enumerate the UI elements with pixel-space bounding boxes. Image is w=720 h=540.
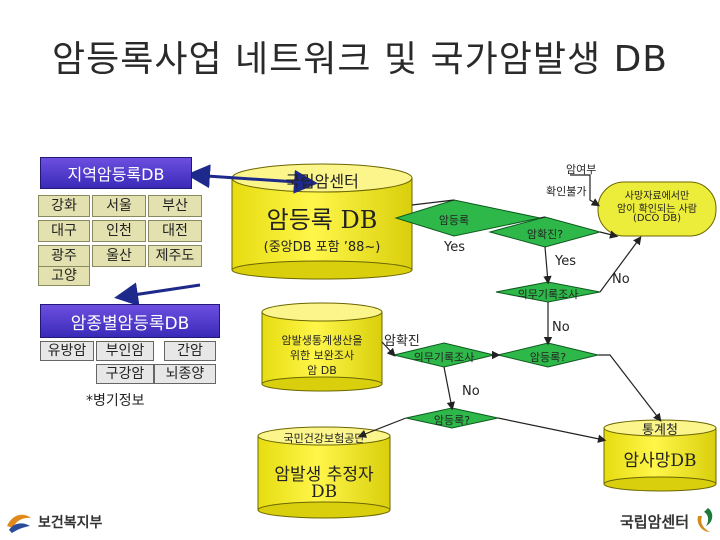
- region-cell-ganghwa: 강화: [38, 195, 90, 217]
- label-no-2: No: [552, 320, 570, 335]
- ministry-name: 보건복지부: [38, 515, 103, 531]
- survey-db-cylinder: [261, 302, 383, 392]
- label-medical-record-1: 의무기록조사: [517, 288, 579, 301]
- nhis-db-main-line2: DB: [310, 482, 338, 502]
- diamond-registered-2: [405, 407, 499, 429]
- ncc-logo: 국립암센터: [620, 506, 716, 536]
- nhis-db-top-label: 국민건강보험공단: [283, 432, 365, 445]
- ministry-emblem-icon: [7, 514, 31, 533]
- stage-info-note: *병기정보: [86, 393, 145, 409]
- label-confirmed: 암확진: [384, 334, 420, 349]
- cancer-cell-gynecologic: 부인암: [96, 341, 154, 361]
- dco-line1: 사망자료에서만: [624, 191, 690, 202]
- ministry-logo: 보건복지부: [4, 508, 124, 536]
- region-cell-daejeon: 대전: [148, 220, 202, 242]
- label-unconfirmable: 확인불가: [546, 185, 587, 198]
- flow-lines: [357, 174, 662, 443]
- cancer-cell-oral: 구강암: [96, 364, 154, 384]
- survey-db-line3: 암 DB: [307, 364, 337, 377]
- ncc-emblem-icon: [697, 508, 713, 532]
- ncc-name: 국립암센터: [620, 513, 690, 531]
- regional-link-arrow: [186, 164, 318, 194]
- dco-box: [597, 181, 717, 237]
- label-medical-record-2: 의무기록조사: [413, 351, 475, 364]
- label-registered-question-1: 암등록?: [529, 351, 567, 364]
- label-registration: 암등록: [438, 214, 470, 227]
- survey-db-line1: 암발생통계생산을: [281, 334, 363, 347]
- region-cell-gwangju: 광주: [38, 245, 90, 267]
- label-no-1: No: [612, 272, 630, 287]
- region-cell-seoul: 서울: [92, 195, 146, 217]
- dco-line3: (DCO DB): [632, 213, 682, 224]
- region-cell-incheon: 인천: [92, 220, 146, 242]
- label-yes-1: Yes: [444, 240, 465, 255]
- label-yes-2: Yes: [555, 254, 576, 269]
- label-cancer-status: 암여부: [566, 163, 597, 176]
- survey-db-line2: 위한 보완조사: [289, 349, 355, 362]
- national-db-main-label: 암등록 DB: [266, 206, 378, 234]
- nhis-db-cylinder: [257, 426, 391, 519]
- region-cell-daegu: 대구: [38, 220, 90, 242]
- nhis-db-main-line1: 암발생 추정자: [274, 465, 374, 485]
- regional-db-header: 지역암등록DB: [40, 157, 192, 189]
- region-cell-goyang: 고양: [38, 266, 90, 286]
- label-confirmed-question: 암확진?: [526, 228, 564, 241]
- cancer-cell-breast: 유방암: [40, 341, 94, 361]
- stats-db-cylinder: [603, 419, 717, 492]
- region-cell-jeju: 제주도: [148, 245, 202, 267]
- label-no-3: No: [462, 384, 480, 399]
- region-cell-busan: 부산: [148, 195, 202, 217]
- dco-line2: 암이 확인되는 사람: [617, 204, 697, 215]
- cancer-cell-brain: 뇌종양: [154, 364, 216, 384]
- stats-db-top-label: 통계청: [642, 423, 678, 438]
- page-title: 암등록사업 네트워크 및 국가암발생 DB: [52, 39, 668, 80]
- diamond-registered-1: [497, 342, 599, 368]
- diamond-registration: [394, 199, 541, 237]
- cancer-type-link-arrow: [114, 282, 201, 307]
- stats-db-main-label: 암사망DB: [623, 451, 697, 471]
- region-cell-ulsan: 울산: [92, 245, 146, 267]
- cancer-type-db-header: 암종별암등록DB: [40, 304, 220, 338]
- cancer-cell-liver: 간암: [164, 341, 216, 361]
- label-registered-question-2: 암등록?: [433, 414, 471, 427]
- national-db-top-label: 국립암센터: [285, 172, 359, 191]
- national-db-sub-label: (중앙DB 포함 ’88~): [263, 240, 381, 255]
